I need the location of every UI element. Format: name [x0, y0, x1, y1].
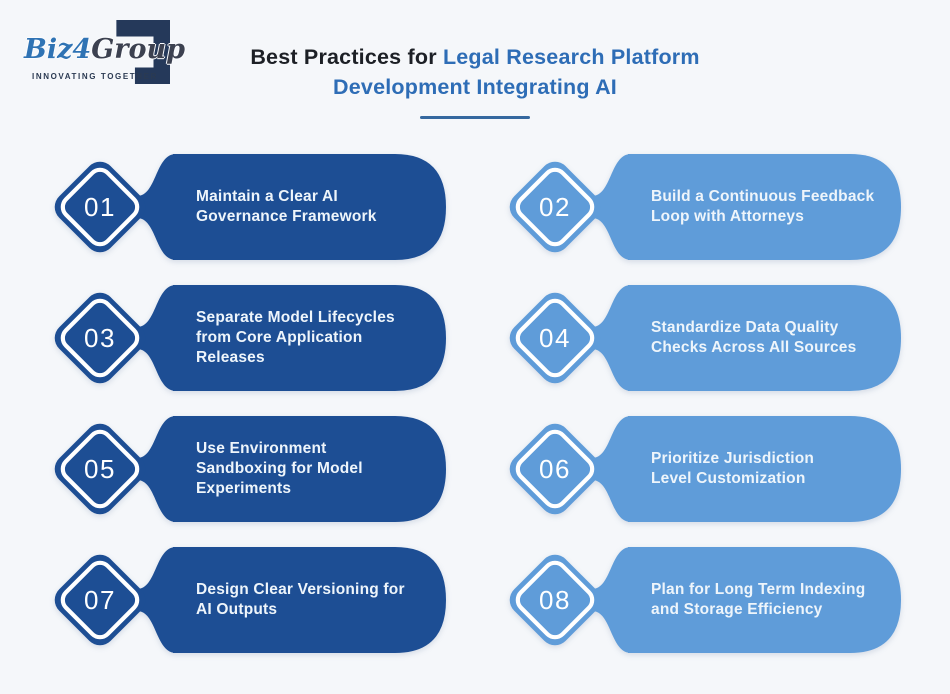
item-label: Use Environment Sandboxing for Model Exp… [196, 440, 363, 497]
page-title: Best Practices for Legal Research Platfo… [0, 42, 950, 119]
item-number-badge: 04 [539, 322, 571, 353]
brand-logo: Biz4Group INNOVATING TOGETHER [18, 14, 185, 94]
diamond-ring [60, 429, 140, 509]
item-number-badge: 03 [84, 322, 116, 353]
item-number-badge: 06 [539, 453, 571, 484]
item-number-badge: 07 [84, 584, 116, 615]
diamond-ring [515, 560, 595, 640]
practice-item: 06 Prioritize Jurisdiction Level Customi… [500, 414, 903, 524]
item-label: Separate Model Lifecycles from Core Appl… [196, 309, 395, 366]
item-number-badge: 02 [539, 191, 571, 222]
practice-item: 02 Build a Continuous Feedback Loop with… [500, 152, 903, 262]
pill-shape [509, 416, 901, 522]
title-prefix: Best Practices for [250, 45, 443, 69]
practice-item: 08 Plan for Long Term Indexing and Stora… [500, 545, 903, 655]
item-label: Standardize Data Quality Checks Across A… [651, 319, 857, 356]
logo-bracket-icon [116, 20, 170, 84]
pill-shape [54, 285, 446, 391]
item-number-badge: 01 [84, 191, 116, 222]
diamond-ring [515, 298, 595, 378]
practice-item: 03 Separate Model Lifecycles from Core A… [45, 283, 448, 393]
item-label: Design Clear Versioning for AI Outputs [196, 581, 405, 618]
practice-item: 05 Use Environment Sandboxing for Model … [45, 414, 448, 524]
practice-item: 01 Maintain a Clear AI Governance Framew… [45, 152, 448, 262]
title-line1: Best Practices for Legal Research Platfo… [0, 42, 950, 72]
pill-shape [54, 547, 446, 653]
pill-shape [509, 154, 901, 260]
title-highlight: Legal Research Platform [442, 45, 700, 69]
diamond-ring [515, 167, 595, 247]
title-underline [420, 116, 530, 119]
pill-shape [54, 416, 446, 522]
logo-word-4: 4 [72, 34, 92, 65]
logo-word-group: Group [91, 34, 186, 65]
practice-item: 04 Standardize Data Quality Checks Acros… [500, 283, 903, 393]
logo-word-biz: Biz [24, 34, 73, 65]
item-label: Plan for Long Term Indexing and Storage … [651, 581, 866, 618]
diamond-ring [515, 429, 595, 509]
item-label: Build a Continuous Feedback Loop with At… [651, 188, 875, 225]
item-number-badge: 08 [539, 584, 571, 615]
item-label: Maintain a Clear AI Governance Framework [196, 188, 377, 225]
pill-shape [509, 547, 901, 653]
practice-item: 07 Design Clear Versioning for AI Output… [45, 545, 448, 655]
items-grid: 01 Maintain a Clear AI Governance Framew… [45, 152, 903, 655]
diamond-ring [60, 167, 140, 247]
logo-tagline: INNOVATING TOGETHER [32, 72, 158, 81]
diamond-ring [60, 298, 140, 378]
pill-shape [509, 285, 901, 391]
title-line2: Development Integrating AI [333, 75, 617, 99]
pill-shape [54, 154, 446, 260]
diamond-ring [60, 560, 140, 640]
logo-wordmark: Biz4Group [24, 34, 185, 65]
item-label: Prioritize Jurisdiction Level Customizat… [651, 450, 815, 487]
item-number-badge: 05 [84, 453, 116, 484]
